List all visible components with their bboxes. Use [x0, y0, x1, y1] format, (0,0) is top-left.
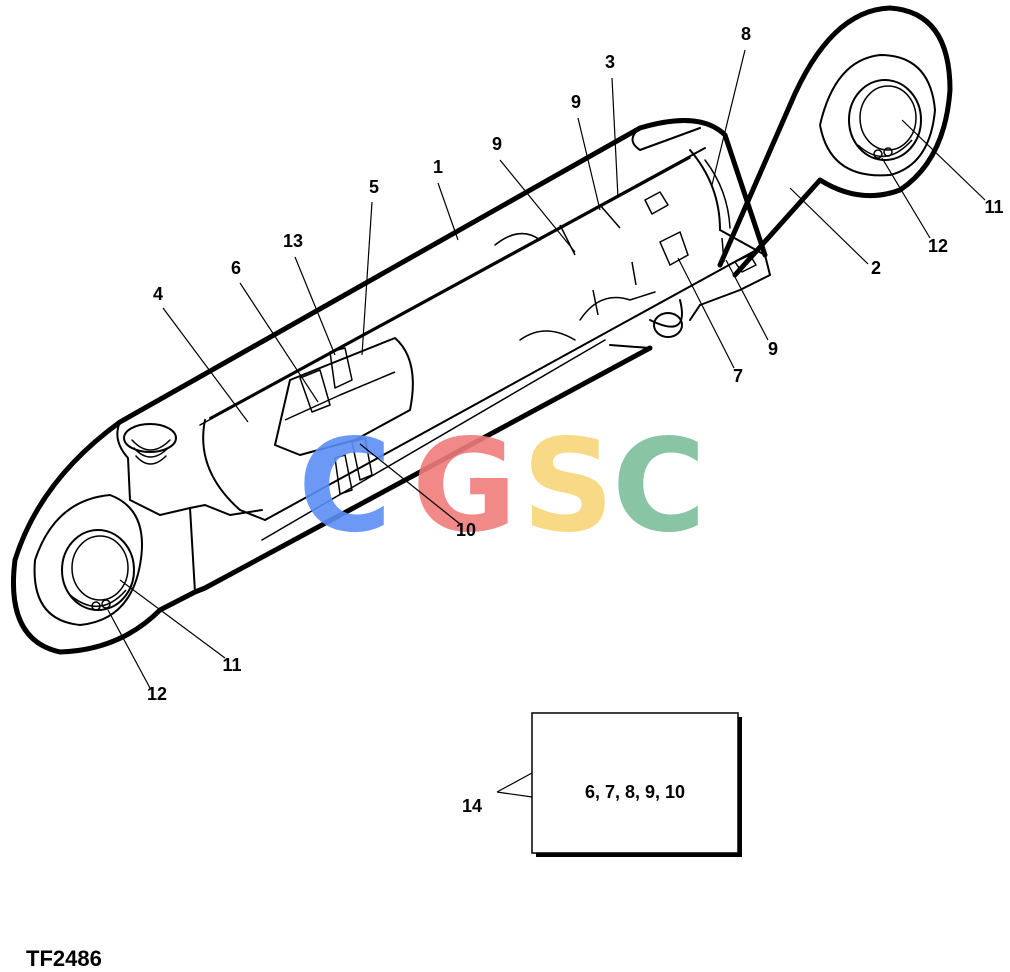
kit-box-frame	[531, 712, 739, 854]
watermark-letter: C	[612, 412, 706, 561]
callout-8: 8	[741, 24, 751, 44]
callout-5: 5	[369, 177, 379, 197]
watermark-letter: S	[522, 412, 614, 561]
kit-box: 6, 7, 8, 9, 10 14	[462, 712, 742, 857]
callout-2: 2	[871, 258, 881, 278]
right-rod-eye	[787, 5, 953, 199]
left-cylinder-eye	[10, 419, 197, 655]
callout-11: 11	[222, 655, 241, 675]
callout-11: 11	[984, 197, 1003, 217]
leader-lines	[107, 49, 986, 689]
piston	[274, 337, 414, 495]
callout-12: 12	[147, 684, 167, 704]
kit-leader	[496, 772, 533, 798]
callout-4: 4	[153, 284, 163, 304]
watermark: C G S C	[298, 412, 706, 561]
callout-12: 12	[928, 236, 948, 256]
callout-7: 7	[733, 366, 743, 386]
seal-pins	[559, 204, 725, 316]
callout-3: 3	[605, 52, 615, 72]
callout-9: 9	[571, 92, 581, 112]
callout-1: 1	[433, 157, 443, 177]
kit-callout: 14	[462, 796, 482, 816]
figure-id: TF2486	[26, 946, 102, 971]
watermark-letter: C	[298, 412, 392, 561]
callout-13: 13	[283, 231, 303, 251]
piston-rod	[494, 102, 823, 349]
cylinder-barrel	[116, 117, 771, 595]
callout-6: 6	[231, 258, 241, 278]
callout-9: 9	[492, 134, 502, 154]
kit-contents: 6, 7, 8, 9, 10	[585, 782, 685, 802]
callout-9: 9	[768, 339, 778, 359]
callout-10: 10	[456, 520, 476, 540]
watermark-letter: G	[412, 412, 517, 561]
